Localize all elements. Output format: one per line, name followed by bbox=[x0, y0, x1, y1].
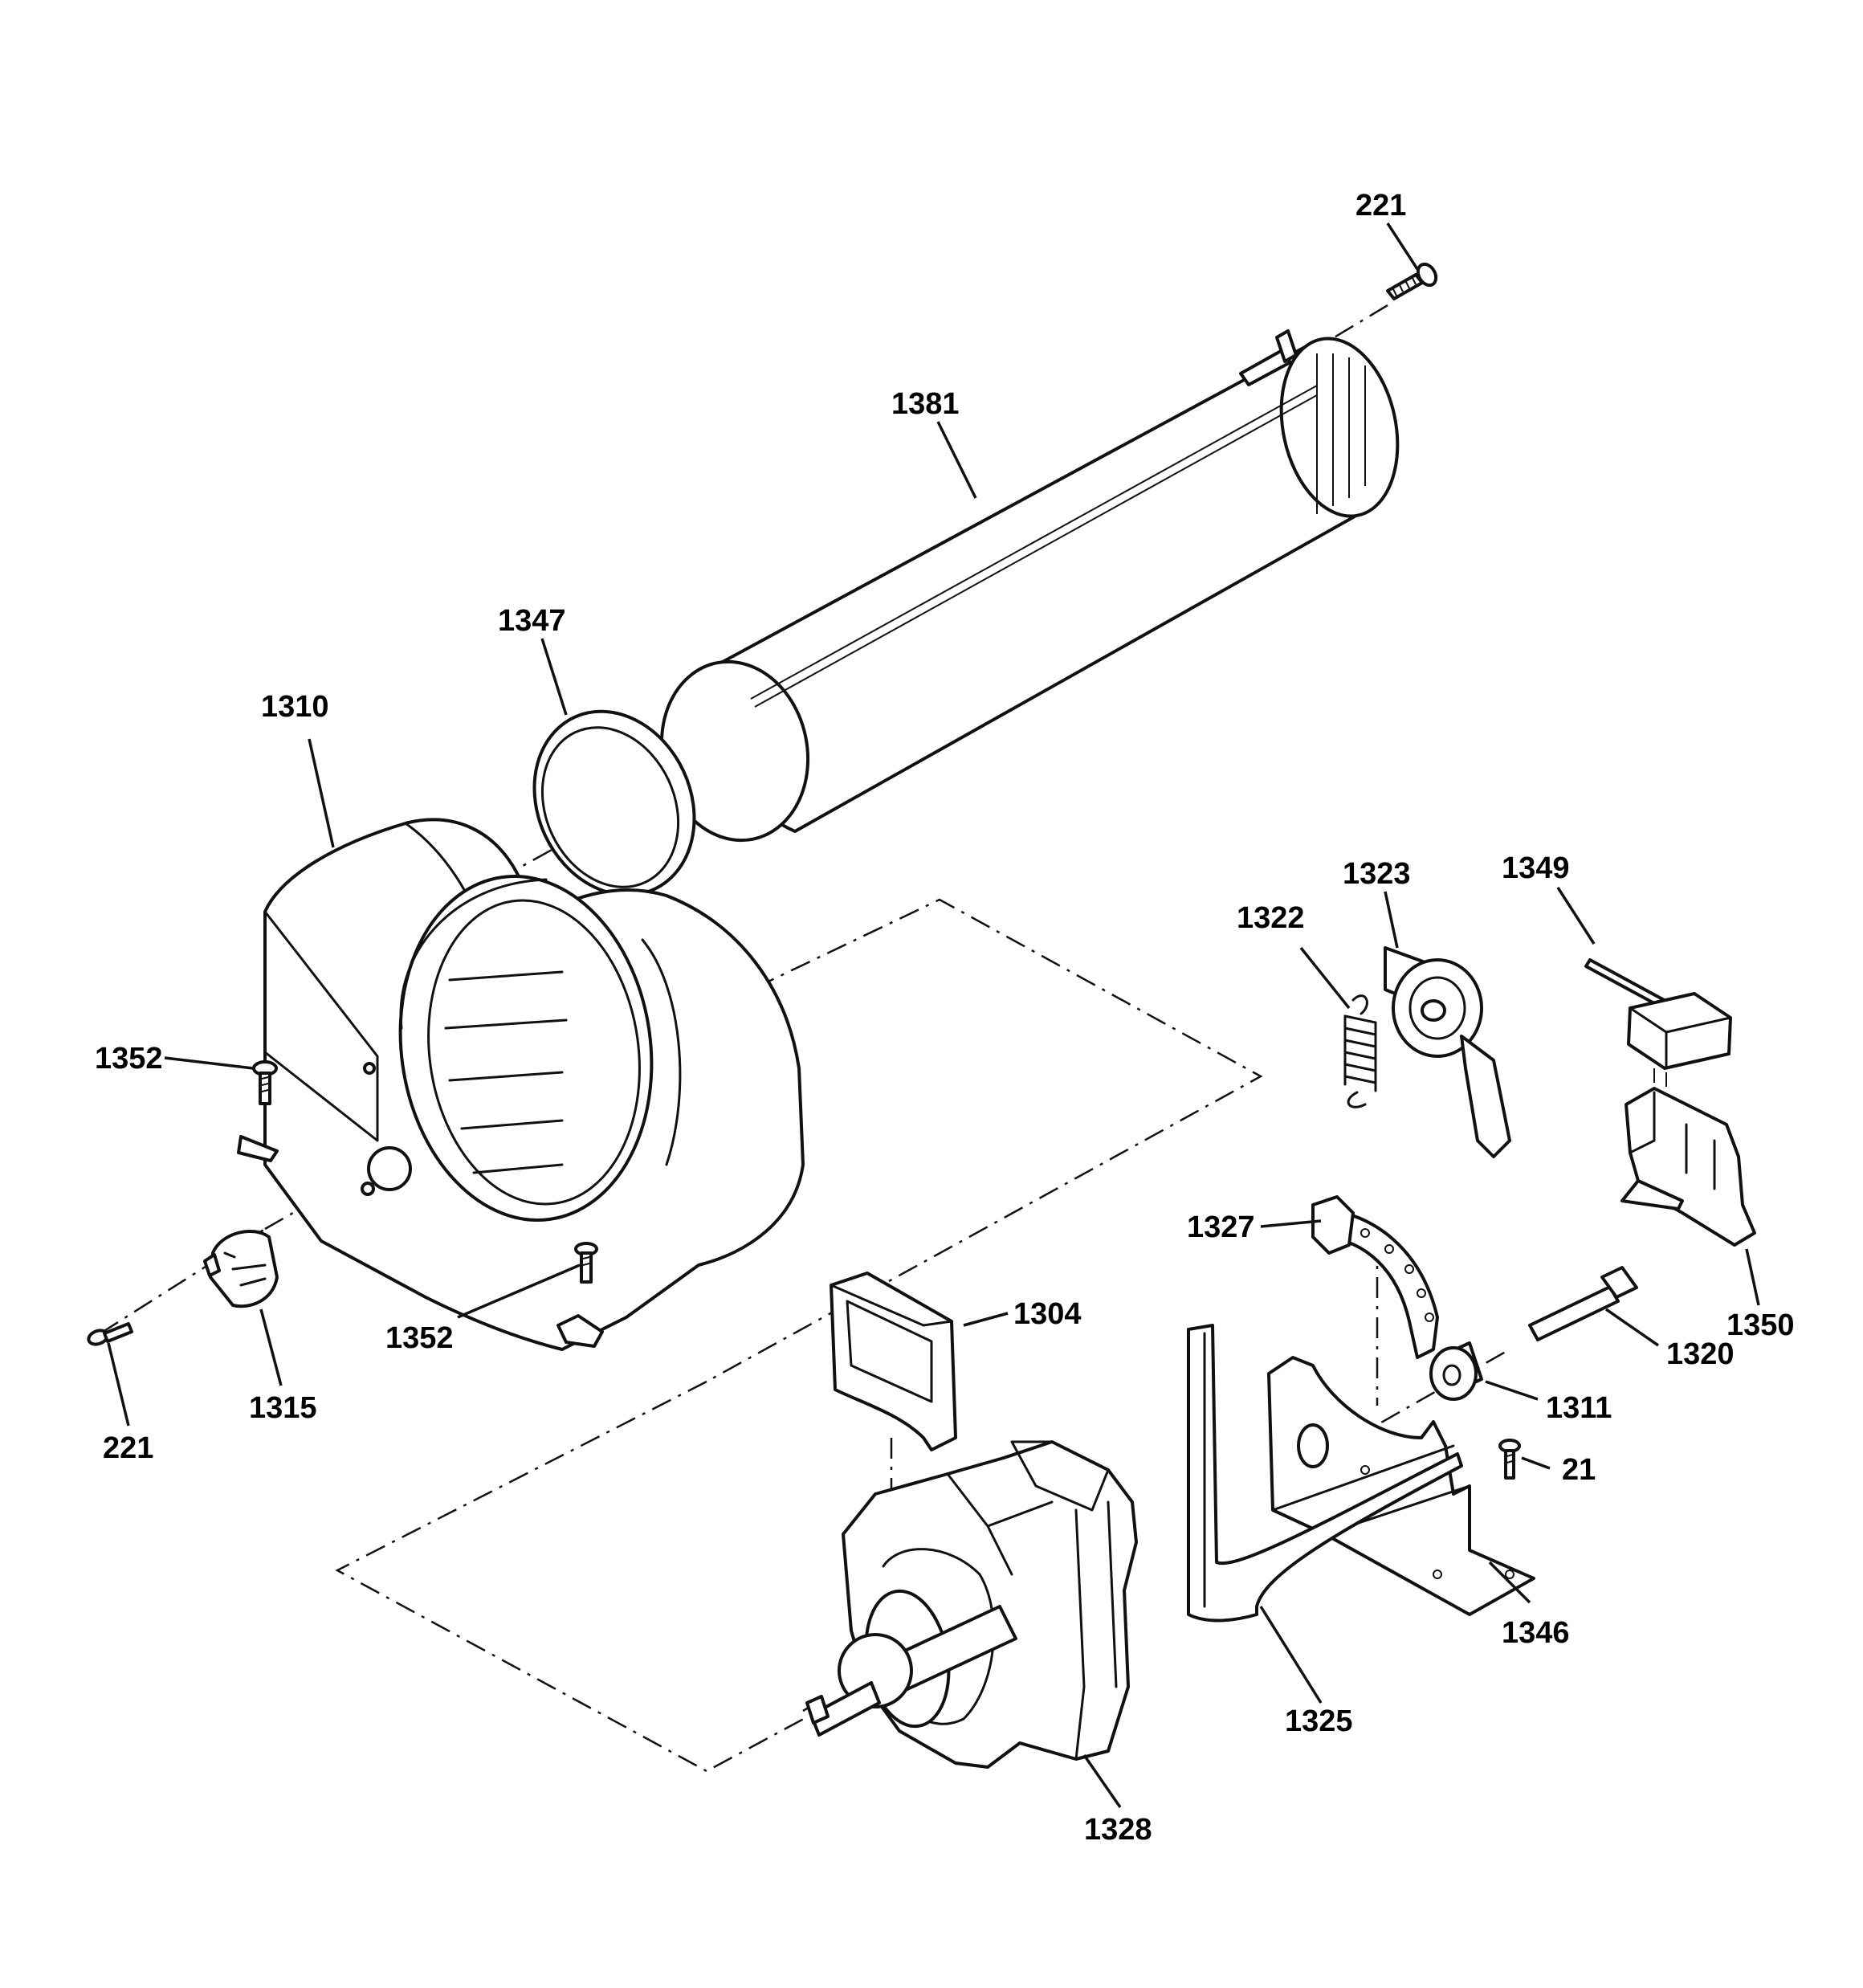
callout-1322: 1322 bbox=[1237, 901, 1305, 935]
callout-221-bottom: 221 bbox=[103, 1431, 153, 1465]
callout-labels: 221 1381 1347 1310 1323 1349 1322 1352 1… bbox=[95, 189, 1795, 1847]
spring-1322 bbox=[1343, 994, 1377, 1108]
callout-1323: 1323 bbox=[1343, 857, 1411, 891]
callout-1327: 1327 bbox=[1187, 1210, 1255, 1244]
callout-1320: 1320 bbox=[1666, 1337, 1735, 1371]
drive-belt-1325 bbox=[1187, 1324, 1463, 1623]
callout-1310: 1310 bbox=[261, 690, 329, 724]
screw-1352-left bbox=[252, 1060, 278, 1105]
screw-1352-right bbox=[574, 1242, 598, 1284]
callout-1325: 1325 bbox=[1285, 1704, 1353, 1738]
screw-21 bbox=[1498, 1439, 1521, 1480]
leader-lines bbox=[107, 222, 1760, 1808]
idler-pulley-1323 bbox=[1384, 946, 1511, 1158]
callout-1304: 1304 bbox=[1013, 1297, 1082, 1331]
bushing-1311 bbox=[1429, 1341, 1483, 1401]
callout-1352-left: 1352 bbox=[95, 1042, 163, 1076]
exhaust-duct-1381 bbox=[659, 329, 1400, 843]
motor-pad-1304 bbox=[830, 1272, 957, 1451]
callout-1352-right: 1352 bbox=[385, 1321, 454, 1355]
drive-motor-1328 bbox=[805, 1440, 1138, 1769]
belt-clip-1327 bbox=[1311, 1195, 1439, 1359]
screw-221-bottom bbox=[87, 1322, 133, 1346]
duct-ring-1347 bbox=[532, 709, 696, 897]
door-switch-1349 bbox=[1584, 958, 1732, 1087]
callout-1381: 1381 bbox=[891, 387, 960, 421]
callout-1347: 1347 bbox=[498, 604, 566, 638]
switch-bracket-1350 bbox=[1620, 1087, 1756, 1247]
screw-221-top bbox=[1386, 262, 1438, 300]
callout-1315: 1315 bbox=[249, 1391, 317, 1425]
callout-1349: 1349 bbox=[1502, 851, 1570, 885]
callout-1346: 1346 bbox=[1502, 1616, 1570, 1650]
blower-housing-1310 bbox=[237, 818, 805, 1351]
callout-221-top: 221 bbox=[1355, 189, 1406, 222]
thermostat-1315 bbox=[203, 1229, 279, 1308]
bolt-1320 bbox=[1528, 1266, 1638, 1341]
callout-1311: 1311 bbox=[1546, 1391, 1612, 1425]
callout-21: 21 bbox=[1562, 1453, 1596, 1487]
callout-1350: 1350 bbox=[1726, 1308, 1795, 1342]
callout-1328: 1328 bbox=[1084, 1813, 1152, 1847]
